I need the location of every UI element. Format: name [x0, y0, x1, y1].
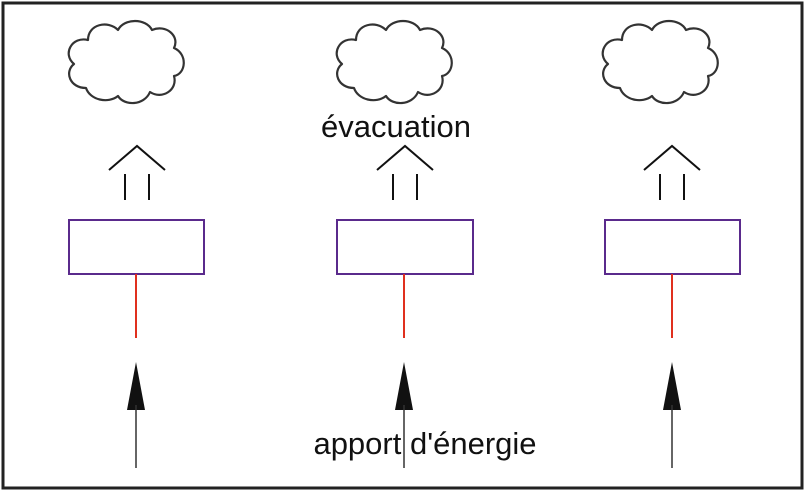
cloud-icon [335, 19, 453, 105]
unit-center [335, 19, 474, 468]
up-arrow-icon [108, 145, 166, 201]
up-arrow-icon [643, 145, 701, 201]
box [604, 219, 741, 275]
cloud-icon [67, 19, 185, 105]
energy-arrow-icon [395, 362, 413, 468]
cloud-icon [601, 19, 719, 105]
box [68, 219, 205, 275]
energy-arrow-icon [663, 362, 681, 468]
unit-left [67, 19, 205, 468]
up-arrow-icon [376, 145, 434, 201]
bottom-label: apport d'énergie [313, 426, 536, 461]
top-label: évacuation [321, 109, 471, 144]
energy-arrow-icon [127, 362, 145, 468]
box [336, 219, 474, 275]
unit-right [601, 19, 741, 468]
